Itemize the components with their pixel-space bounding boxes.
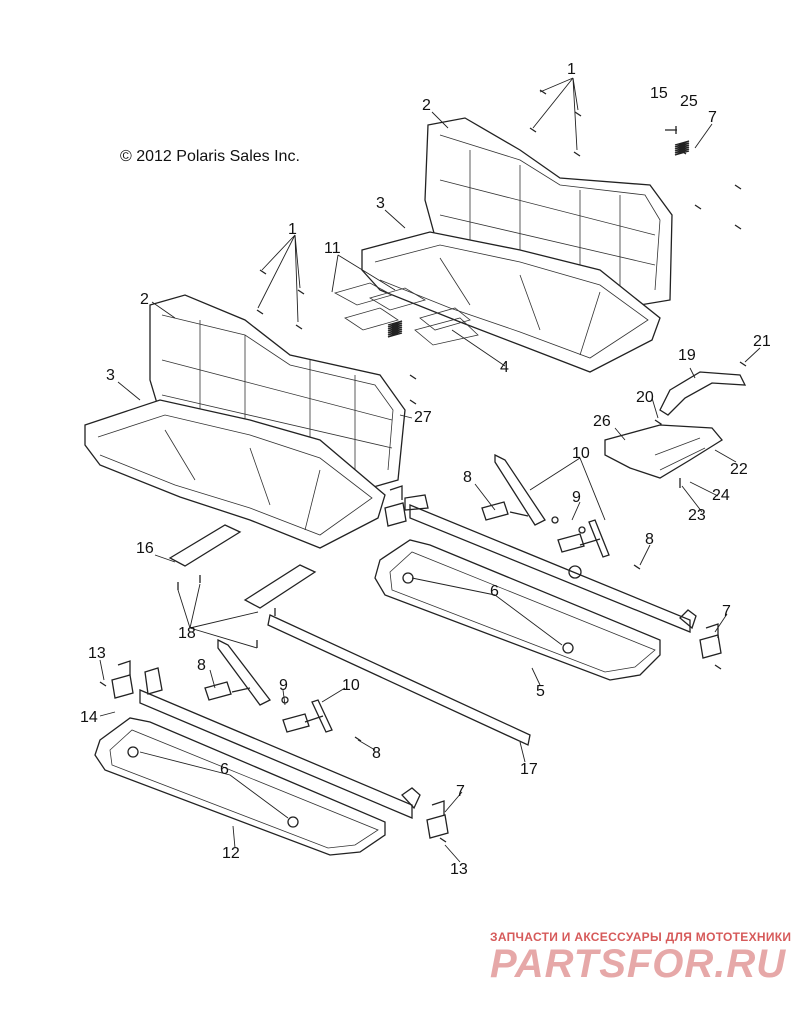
callout-14: 14 [80,709,98,726]
callout-9: 9 [279,677,288,694]
leader-lines [99,77,761,863]
callout-6: 6 [490,583,499,600]
callout-13: 13 [88,645,106,662]
callout-5: 5 [536,683,545,700]
callout-27: 27 [414,409,432,426]
bracket-assembly [604,371,747,488]
callout-3: 3 [106,367,115,384]
callout-8: 8 [463,469,472,486]
callout-17: 17 [520,761,538,778]
callout-8: 8 [197,657,206,674]
callout-12: 12 [222,845,240,862]
lower-seat-belts [204,638,333,733]
callout-7: 7 [456,783,465,800]
callout-4: 4 [500,359,509,376]
callout-20: 20 [636,389,654,406]
upper-seat-frame [374,485,722,681]
callout-22: 22 [730,461,748,478]
callout-2: 2 [422,97,431,114]
upper-seat-belts [481,453,610,558]
callout-6: 6 [220,761,229,778]
callout-3: 3 [376,195,385,212]
callout-7: 7 [708,109,717,126]
callout-7: 7 [722,603,731,620]
callout-15: 15 [650,85,668,102]
mount-brackets [168,524,531,746]
callout-10: 10 [342,677,360,694]
springs [387,140,690,338]
callout-18: 18 [178,625,196,642]
callout-21: 21 [753,333,771,350]
callout-16: 16 [136,540,154,557]
callout-26: 26 [593,413,611,430]
watermark-logo: PARTSFOR.RU [490,942,787,986]
callout-13: 13 [450,861,468,878]
callout-24: 24 [712,487,730,504]
callout-8: 8 [372,745,381,762]
callout-19: 19 [678,347,696,364]
lower-seat-cushion [84,399,386,549]
copyright-text: © 2012 Polaris Sales Inc. [120,148,300,165]
callout-1: 1 [288,221,297,238]
lower-seat-frame [94,660,449,856]
callout-9: 9 [572,489,581,506]
callout-11: 11 [324,240,341,257]
decals [333,282,479,346]
callout-10: 10 [572,445,590,462]
callout-2: 2 [140,291,149,308]
callout-1: 1 [567,61,576,78]
callout-25: 25 [680,93,698,110]
callout-8: 8 [645,531,654,548]
watermark-tagline: ЗАПЧАСТИ И АКСЕССУАРЫ ДЛЯ МОТОТЕХНИКИ [490,930,792,944]
callout-23: 23 [688,507,706,524]
